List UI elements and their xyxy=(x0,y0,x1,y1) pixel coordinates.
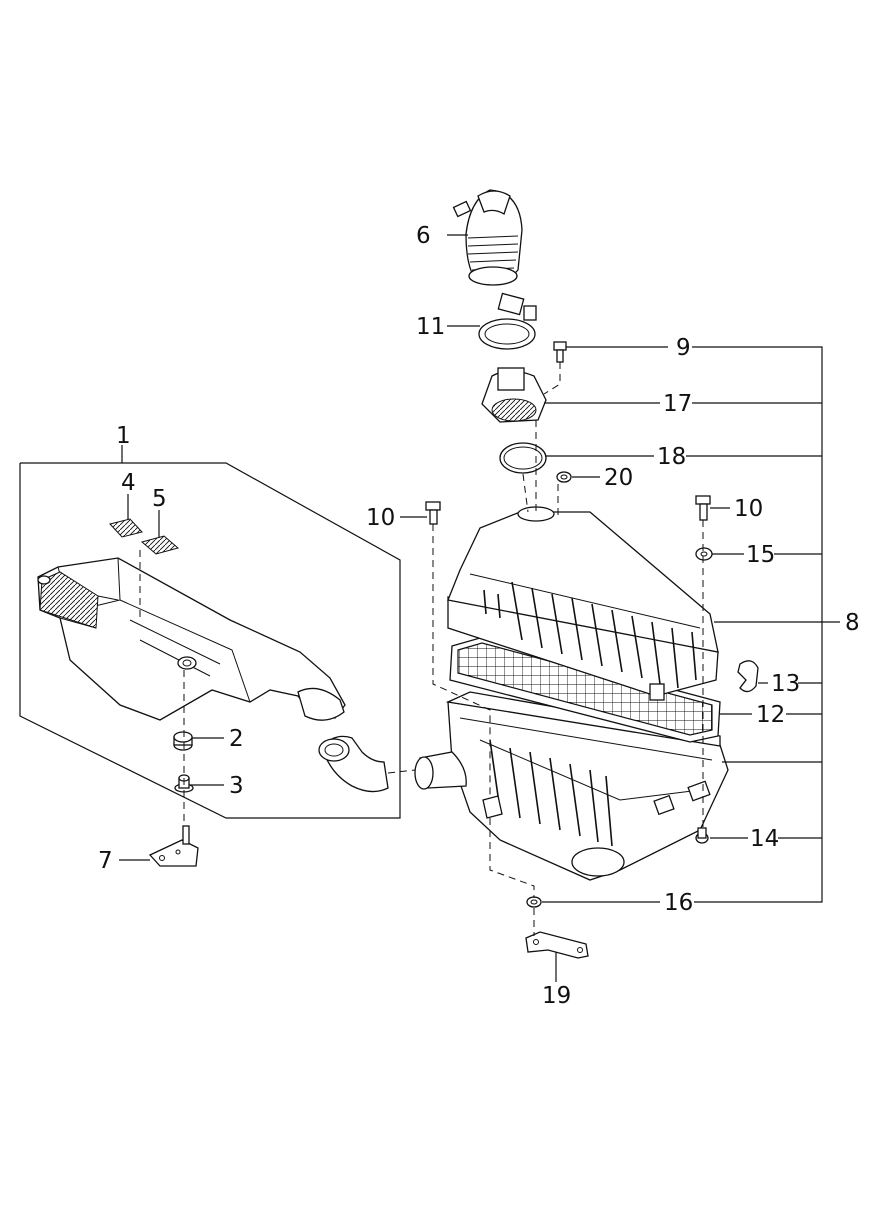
callout-18: 18 xyxy=(657,444,686,470)
callout-16: 16 xyxy=(664,890,693,916)
bolt-10-right xyxy=(695,495,711,521)
callout-6: 6 xyxy=(416,223,431,249)
intake-hose xyxy=(318,735,389,793)
bolt-9 xyxy=(553,341,567,363)
hose-clamp-11 xyxy=(478,292,537,350)
label-plate-5 xyxy=(140,535,180,555)
leader-lines xyxy=(119,234,840,982)
callout-5: 5 xyxy=(152,486,167,512)
label-plate-4 xyxy=(109,518,143,538)
callout-13: 13 xyxy=(771,671,800,697)
callout-3: 3 xyxy=(229,773,244,799)
o-ring-18 xyxy=(499,442,547,474)
callout-9: 9 xyxy=(676,335,691,361)
callout-8: 8 xyxy=(845,610,860,636)
bracket-19 xyxy=(525,931,589,959)
callout-12: 12 xyxy=(756,702,785,728)
callout-2: 2 xyxy=(229,726,244,752)
air-hose-6 xyxy=(452,189,523,286)
assembly-lines xyxy=(139,362,704,936)
callout-1: 1 xyxy=(116,423,131,449)
callout-15: 15 xyxy=(746,542,775,568)
intake-duct xyxy=(37,557,346,721)
callout-10-left: 10 xyxy=(366,505,395,531)
air-filter-element xyxy=(449,637,721,743)
callout-20: 20 xyxy=(604,465,633,491)
air-cleaner-upper-cover xyxy=(447,506,719,701)
callout-17: 17 xyxy=(663,391,692,417)
callout-4: 4 xyxy=(121,470,136,496)
grommet-2 xyxy=(173,731,193,751)
callout-11: 11 xyxy=(416,314,445,340)
callout-10-right: 10 xyxy=(734,496,763,522)
callout-labels: 1 2 3 4 5 6 7 8 9 10 10 11 12 13 14 15 1… xyxy=(98,223,860,1009)
grommet-14 xyxy=(695,827,709,844)
intake-assembly-frame xyxy=(19,445,401,819)
air-flow-sensor-17 xyxy=(481,367,547,423)
grommet-15 xyxy=(695,547,713,561)
nut-20 xyxy=(556,471,572,483)
callout-7: 7 xyxy=(98,848,113,874)
bracket-7 xyxy=(148,825,199,867)
callout-19: 19 xyxy=(542,983,571,1009)
clip-13 xyxy=(737,660,759,693)
grommet-16 xyxy=(526,896,542,908)
bolt-10-left xyxy=(425,501,441,525)
callout-14: 14 xyxy=(750,826,779,852)
